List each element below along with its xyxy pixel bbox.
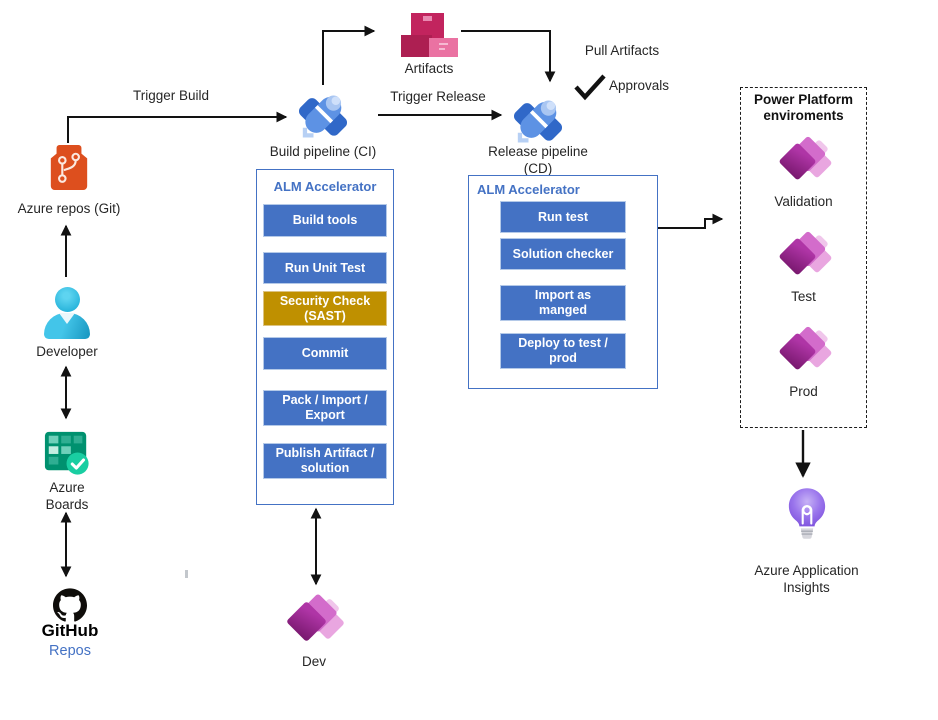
app-insights-node[interactable]: Azure Application Insights xyxy=(744,486,869,596)
alm-release-title: ALM Accelerator xyxy=(477,182,580,197)
artifact-box-tab xyxy=(423,16,432,21)
developer-node[interactable]: Developer xyxy=(12,287,122,361)
step-pack-import-export[interactable]: Pack / Import / Export xyxy=(263,390,387,426)
artifact-box-left xyxy=(401,35,432,57)
azure-repos-node[interactable]: Azure repos (Git) xyxy=(14,143,124,218)
release-pipeline-icon xyxy=(513,100,563,143)
release-pipeline-label-line1: Release pipeline xyxy=(488,144,588,159)
azure-boards-label-line2: Boards xyxy=(45,496,89,512)
power-platform-diamond-icon xyxy=(777,134,833,186)
step-publish-artifact[interactable]: Publish Artifact / solution xyxy=(263,443,387,479)
artifacts-node[interactable]: Artifacts xyxy=(379,13,479,78)
environment-validation[interactable]: Validation xyxy=(741,134,866,211)
alm-accelerator-release-box[interactable]: ALM Accelerator Run test Solution checke… xyxy=(468,175,658,389)
app-insights-lightbulb-icon xyxy=(788,488,825,539)
artifacts-label: Artifacts xyxy=(404,61,454,76)
step-commit[interactable]: Commit xyxy=(263,337,387,370)
developer-label: Developer xyxy=(36,344,98,359)
edge-build-to-artifacts xyxy=(322,25,376,85)
app-insights-label-line2: Insights xyxy=(783,579,830,595)
artifact-box-right xyxy=(429,38,458,57)
approvals-label: Approvals xyxy=(609,78,670,93)
artifact-box-dash xyxy=(439,43,448,45)
developer-head xyxy=(54,287,80,312)
environment-validation-label: Validation xyxy=(774,194,833,209)
edge-trigger-build xyxy=(67,111,288,143)
power-platform-diamond-icon xyxy=(285,592,345,648)
step-run-unit-test[interactable]: Run Unit Test xyxy=(263,252,387,284)
power-platform-diamond-icon xyxy=(777,324,833,376)
environment-prod[interactable]: Prod xyxy=(741,324,866,401)
step-deploy-to-test-prod[interactable]: Deploy to test / prod xyxy=(500,333,626,369)
app-insights-label-line1: Azure Application xyxy=(754,563,859,578)
step-solution-checker[interactable]: Solution checker xyxy=(500,238,626,270)
power-platform-title-line1: Power Platform xyxy=(753,92,854,107)
azure-repos-label: Azure repos (Git) xyxy=(17,201,121,216)
artifact-box-dash xyxy=(439,48,445,50)
environment-test-label: Test xyxy=(791,289,816,304)
step-run-test[interactable]: Run test xyxy=(500,201,626,233)
azure-boards-node[interactable]: Azure Boards xyxy=(17,429,117,513)
build-pipeline-label: Build pipeline (CI) xyxy=(269,144,377,159)
trigger-build-label: Trigger Build xyxy=(132,88,210,103)
stray-mark xyxy=(185,570,188,578)
dev-environment-label: Dev xyxy=(301,654,326,669)
release-pipeline-node[interactable]: Release pipeline (CD) xyxy=(478,91,598,176)
developer-icon xyxy=(44,287,90,339)
developer-body xyxy=(44,313,90,339)
pull-artifacts-label: Pull Artifacts xyxy=(584,43,660,58)
environment-prod-label: Prod xyxy=(789,384,818,399)
github-repos-label[interactable]: Repos xyxy=(49,642,91,659)
trigger-release-label: Trigger Release xyxy=(390,89,486,104)
azure-boards-icon xyxy=(44,431,89,475)
azure-boards-label-line1: Azure xyxy=(49,480,85,495)
edge-release-to-environments xyxy=(658,213,724,229)
alm-build-title: ALM Accelerator xyxy=(273,179,377,194)
power-platform-title-line2: enviroments xyxy=(763,108,844,123)
step-import-as-managed[interactable]: Import as manged xyxy=(500,285,626,321)
azure-repos-icon xyxy=(50,145,88,190)
github-label: GitHub xyxy=(41,621,99,640)
release-pipeline-label-line2: (CD) xyxy=(523,160,553,176)
github-node[interactable]: GitHub Repos xyxy=(20,588,120,659)
step-security-check[interactable]: Security Check (SAST) xyxy=(263,291,387,326)
build-pipeline-node[interactable]: Build pipeline (CI) xyxy=(263,86,383,161)
step-build-tools[interactable]: Build tools xyxy=(263,204,387,237)
approvals-check-icon xyxy=(574,74,606,101)
power-platform-diamond-icon xyxy=(777,229,833,281)
github-icon xyxy=(53,588,87,622)
artifacts-icon xyxy=(400,13,458,57)
environment-test[interactable]: Test xyxy=(741,229,866,306)
power-platform-environments-box[interactable]: Power Platform enviroments Validation Te… xyxy=(740,87,867,428)
alm-accelerator-build-box[interactable]: ALM Accelerator Build tools Run Unit Tes… xyxy=(256,169,394,505)
build-pipeline-icon xyxy=(298,95,348,138)
dev-environment-node[interactable]: Dev xyxy=(283,592,345,671)
